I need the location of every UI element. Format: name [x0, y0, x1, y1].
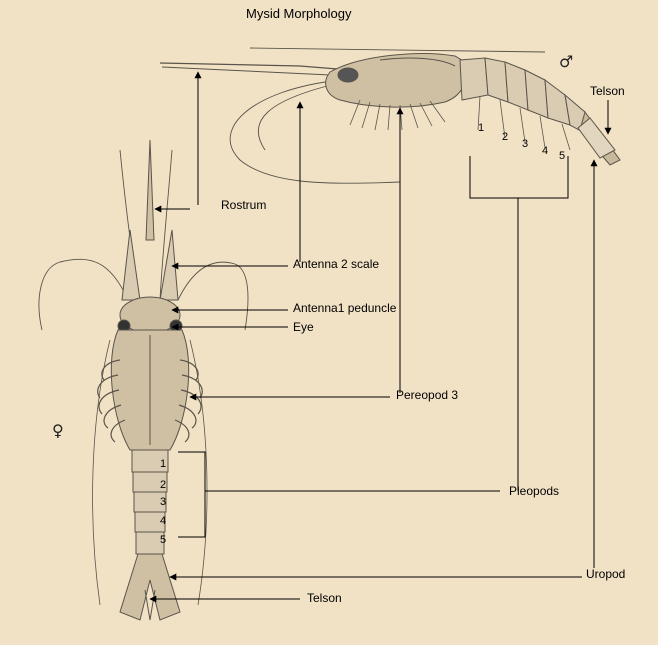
label-telson-bottom: Telson	[307, 591, 342, 605]
male-symbol: ♂	[559, 52, 574, 71]
diagram-title: Mysid Morphology	[246, 6, 352, 21]
label-pleopods: Pleopods	[509, 484, 560, 498]
label-uropod: Uropod	[586, 567, 626, 581]
label-rostrum: Rostrum	[221, 198, 267, 212]
female-pleopod-number: 1	[160, 458, 167, 470]
female-pleopod-number: 5	[160, 534, 167, 546]
female-pleopod-number: 3	[160, 496, 167, 508]
male-mysid-lateral	[159, 47, 621, 184]
pointer-lines	[149, 71, 612, 603]
label-antenna1-peduncle: Antenna1 peduncle	[293, 301, 397, 315]
label-eye: Eye	[293, 320, 314, 334]
male-pleopod-number: 5	[559, 150, 566, 162]
male-pleopod-number: 1	[478, 122, 485, 134]
female-pleopod-number: 4	[160, 515, 167, 527]
label-pereopod-3: Pereopod 3	[396, 388, 459, 402]
male-pleopod-number: 4	[542, 145, 549, 157]
female-mysid-dorsal	[38, 139, 249, 621]
female-pleopod-number: 2	[160, 479, 167, 491]
label-telson-top: Telson	[590, 84, 625, 98]
female-symbol: ♀	[52, 421, 64, 440]
male-pleopod-number: 2	[502, 131, 509, 143]
label-antenna2-scale: Antenna 2 scale	[293, 257, 380, 271]
male-pleopod-number: 3	[522, 138, 529, 150]
